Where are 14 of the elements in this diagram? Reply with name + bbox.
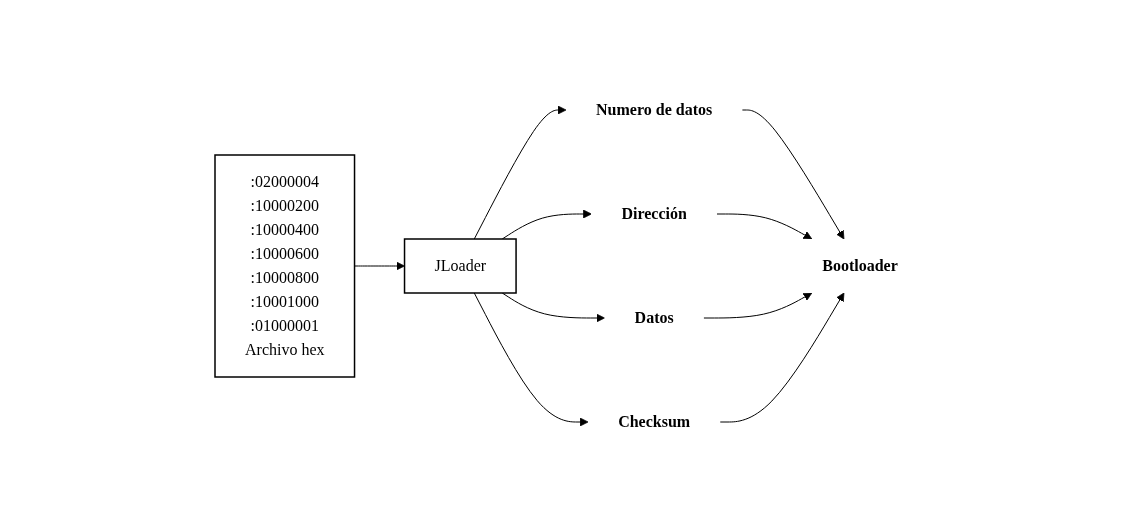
arrow xyxy=(719,292,844,422)
node-text: Datos xyxy=(634,308,674,326)
arrow xyxy=(702,292,812,318)
arrow xyxy=(741,109,844,239)
node-text: Numero de datos xyxy=(595,100,712,118)
node-text: Dirección xyxy=(621,204,687,222)
arrow xyxy=(473,292,589,426)
arrow xyxy=(501,292,605,322)
node-box: JLoader xyxy=(403,237,517,294)
arrow xyxy=(473,105,567,239)
node-text: Bootloader xyxy=(821,256,898,274)
arrow xyxy=(716,213,812,239)
node-text: Checksum xyxy=(617,412,690,430)
node-box: :02000004 :10000200 :10000400 :10000600 :10000800 :10001000 :01000001 Archivo hex xyxy=(213,153,355,378)
